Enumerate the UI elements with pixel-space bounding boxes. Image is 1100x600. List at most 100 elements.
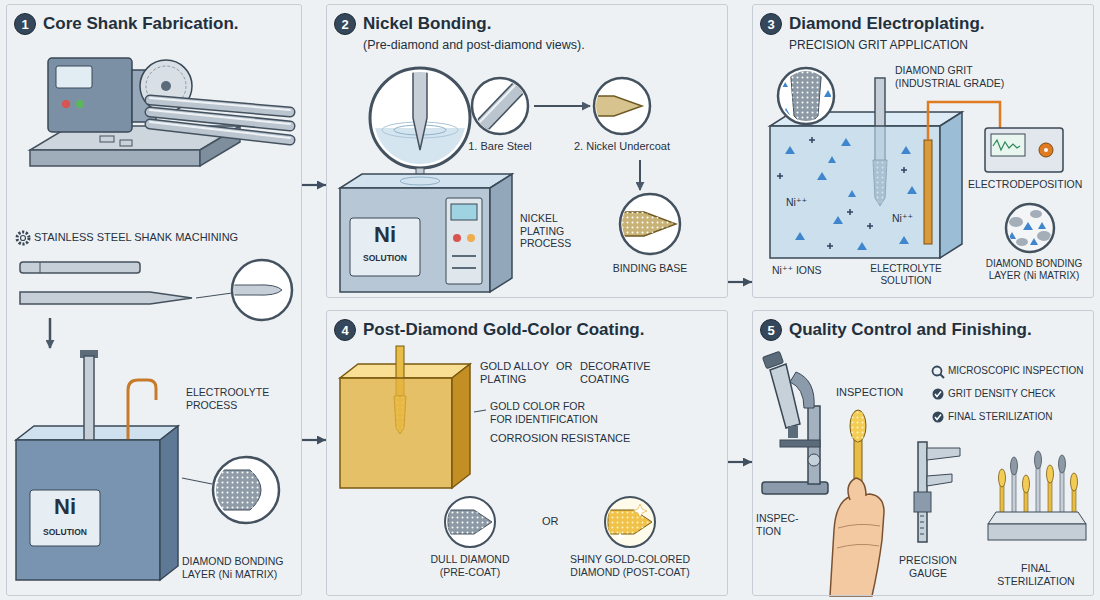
callout-label: NICKEL PLATING PROCESS [520,212,588,250]
bur-stand [999,469,1006,487]
coating-views [620,212,676,236]
callout-label: GRIT DENSITY CHECK [948,388,1055,400]
callout-label: DIAMOND BONDING LAYER (Ni MATRIX) [182,555,296,580]
electroplating-tank [841,138,851,146]
nickel-tank [84,356,94,450]
nickel-bath [446,198,482,284]
callout-label: Ni [34,494,96,520]
callout-label: 1. Bare Steel [455,140,545,153]
gold-tank [340,346,486,488]
step-heading: Quality Control and Finishing. [789,320,1032,340]
flow-arrow [302,439,326,441]
callout-label: DECORATIVE COATING [580,360,670,386]
hand-with-bur [850,410,866,442]
electroplating-tank [833,216,843,224]
electroplating-tank [795,232,805,240]
electroplating-tank [827,243,833,249]
checklist-icons [933,367,945,423]
bur-stand [1036,466,1040,514]
bonding-magnifier [1037,231,1051,241]
nickel-bath [490,174,512,292]
coat-comparison [633,504,647,518]
coat-comparison [608,504,652,542]
coat-comparison [605,497,655,547]
microscope [788,426,798,438]
nickel-bath [452,267,476,269]
electroplating-tank [817,172,827,180]
bonding-magnifier [1030,238,1038,245]
bonding-magnifier [1006,204,1054,252]
lathe-machine [30,58,240,166]
electroplating-tank [907,186,917,194]
coating-views [478,82,524,130]
coat-comparison [445,497,495,547]
power-supply [1044,148,1048,152]
step-panel: Post-Diamond Gold-Color Coating.4 [326,310,728,596]
flow-arrow [302,184,326,186]
coat-comparison [448,510,492,534]
callout-label: DULL DIAMOND (PRE-COAT) [415,553,525,578]
step-number: 1 [21,18,28,31]
electroplating-tank [857,242,867,250]
coat-comparison [615,532,625,542]
bur-stand [1011,457,1018,475]
electroplating-tank [828,156,836,163]
shank-blanks [49,318,52,348]
bur-stand [1059,455,1066,473]
nickel-bath [340,188,490,292]
callout-label: GOLD COLOR FOR FOR IDENTIFICATION [490,400,606,425]
step-panel: Nickel Bonding.(Pre-diamond and post-dia… [326,4,728,298]
electroplating-tank [848,190,856,197]
nickel-bath [467,234,475,242]
gear-icon [17,232,29,244]
steel-rods [100,136,114,142]
coat-comparison [445,497,655,547]
microscope [780,440,820,447]
checklist-icons [940,374,944,378]
step-badge: 5 [760,319,782,341]
coat-comparison [448,510,492,534]
coating-views [620,212,676,236]
gold-tank [340,364,470,378]
coating-views [476,80,524,130]
bur-stand [1072,488,1076,514]
step-badge: 1 [14,13,36,35]
nickel-bath [452,255,476,257]
bur-stand [988,451,1086,540]
grit-magnifier [790,66,822,128]
nickel-tank [16,426,178,440]
callout-label: BINDING BASE [605,262,695,275]
caliper [927,474,952,486]
callout-label: DIAMOND BONDING LAYER (Ni MATRIX) [978,258,1090,282]
callout-label: Ni⁺⁺ [892,212,913,225]
electroplating-tank [785,138,917,250]
coat-comparison [448,510,492,534]
step-heading: Diamond Electroplating. [789,14,985,34]
coating-views [534,105,590,107]
electroplating-tank [847,209,853,215]
power-supply [985,128,1063,172]
callout-label: FINAL STERILIZATION [948,411,1052,423]
callout-label: Ni⁺⁺ IONS [772,264,822,277]
lathe-machine [76,100,84,108]
nickel-tank [30,490,100,546]
step-badge: 4 [334,319,356,341]
shank-blanks [232,260,292,320]
step-panel: Quality Control and Finishing. 5 [752,310,1094,596]
grit-magnifier [824,90,832,97]
grit-magnifier [780,66,832,128]
caliper [914,442,960,542]
coating-views [592,96,642,116]
lathe-machine [48,58,132,132]
nickel-bath [453,234,461,242]
step-badge: 3 [760,13,782,35]
electroplating-tank [770,126,940,258]
step-heading: Core Shank Fabrication. [43,14,239,34]
caliper [927,448,960,460]
bonding-magnifier [1023,222,1033,230]
callout-label: SOLUTION [34,527,96,537]
power-supply [991,134,1025,156]
shank-blanks [20,260,292,348]
